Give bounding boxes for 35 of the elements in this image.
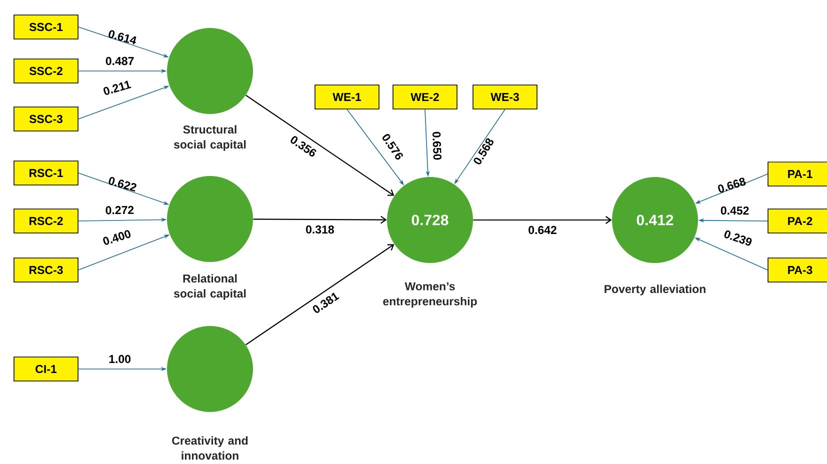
arrow [473, 216, 612, 224]
edge-label: 0.318 [306, 225, 334, 234]
indicator-box: CI-1 [14, 356, 78, 382]
indicator-box: SSC-2 [14, 58, 78, 84]
edge-label: 0.400 [103, 230, 130, 245]
arrow [245, 244, 394, 346]
indicator-box: RSC-3 [14, 258, 78, 282]
construct-label: Creativity and innovation [172, 436, 248, 460]
indicator-box: PA-3 [768, 258, 827, 282]
indicator-box: PA-2 [768, 208, 827, 234]
edge-label: 0.642 [528, 226, 556, 234]
edge-label: 0.487 [106, 56, 134, 66]
edge-label: 0.650 [432, 132, 442, 160]
indicator-box: WE-2 [392, 84, 458, 110]
indicator-box: WE-1 [314, 84, 380, 110]
edge-label: 0.239 [724, 230, 752, 246]
edge-label: 0.452 [720, 206, 749, 215]
indicator-box: RSC-1 [14, 160, 78, 186]
edge-label: 1.00 [109, 354, 131, 364]
arrow [245, 94, 394, 196]
indicator-box: RSC-2 [14, 208, 78, 234]
construct-label: Poverty alleviation [604, 284, 706, 296]
indicator-box: SSC-3 [14, 106, 78, 132]
edge-label: 0.622 [108, 177, 136, 192]
edge-label: 0.614 [108, 30, 136, 44]
construct-label: Relational social capital [174, 274, 246, 300]
construct-label: Structural social capital [174, 125, 246, 151]
indicator-box: PA-1 [768, 162, 827, 186]
edge-label: 0.211 [104, 80, 132, 95]
indicator-box: WE-3 [472, 84, 538, 110]
arrow [253, 216, 387, 224]
edge-label: 0.668 [718, 178, 746, 193]
construct-label: Women’s entrepreneurship [383, 282, 477, 308]
edge-label: 0.272 [106, 206, 134, 214]
indicator-box: SSC-1 [14, 14, 78, 40]
